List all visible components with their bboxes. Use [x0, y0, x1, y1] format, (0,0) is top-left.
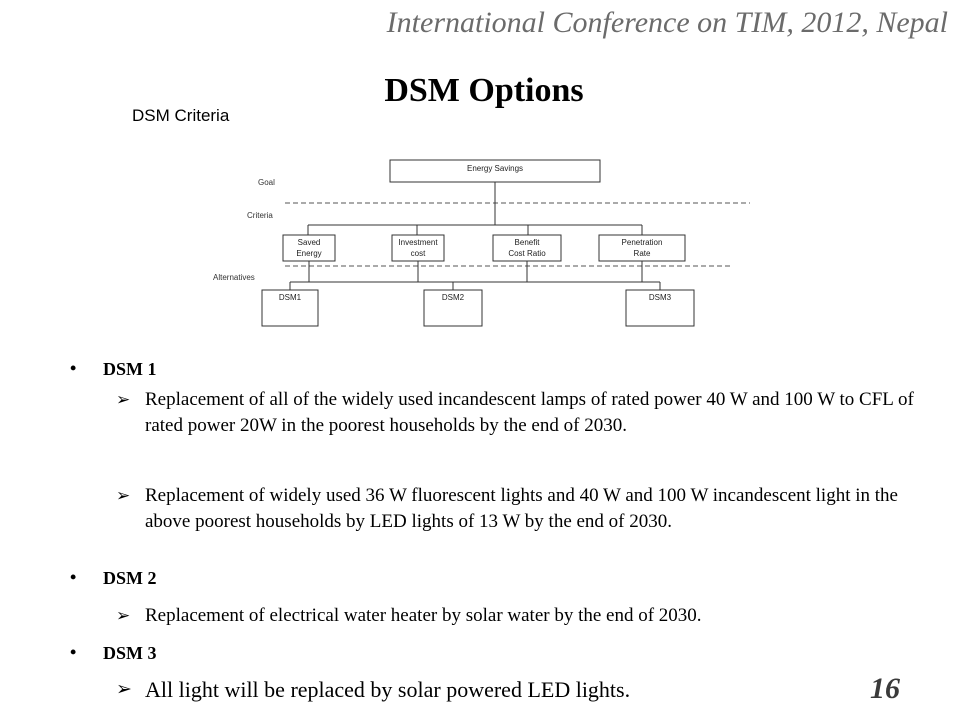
hierarchy-diagram: Goal Criteria Alternatives Energy Saving… [213, 159, 750, 327]
list-item: ➢ Replacement of electrical water heater… [116, 603, 915, 629]
list-item: ➢ Replacement of widely used 36 W fluore… [116, 483, 915, 535]
section-heading-dsm3: • DSM 3 [70, 642, 157, 664]
section-heading-text: DSM 1 [103, 359, 157, 379]
goal-box-label: Energy Savings [467, 164, 523, 173]
list-item-text: All light will be replaced by solar powe… [145, 677, 631, 702]
section-heading-dsm1: • DSM 1 [70, 358, 157, 380]
criteria-caption: DSM Criteria [132, 106, 230, 125]
criteria-box-text: Investment [398, 238, 438, 247]
list-item: ➢ All light will be replaced by solar po… [116, 676, 845, 704]
alternative-box-dsm2 [423, 289, 483, 327]
section-heading-text: DSM 2 [103, 568, 157, 588]
slide-title: DSM Options [384, 72, 584, 109]
criteria-label: Criteria [247, 211, 273, 220]
alternative-box-label: DSM3 [649, 293, 672, 302]
page-number: 16 [870, 672, 900, 705]
criteria-box-text: Cost Ratio [508, 249, 546, 258]
criteria-box-text: cost [411, 249, 426, 258]
criteria-box-text: Energy [296, 249, 321, 258]
list-item: ➢ Replacement of all of the widely used … [116, 387, 915, 439]
bullet-dot-icon: • [70, 567, 77, 587]
alternative-box-label: DSM1 [279, 293, 302, 302]
arrow-bullet-icon: ➢ [116, 606, 131, 625]
conference-header: International Conference on TIM, 2012, N… [386, 6, 948, 39]
alternative-box-label: DSM2 [442, 293, 465, 302]
arrow-bullet-icon: ➢ [116, 390, 131, 409]
arrow-bullet-icon: ➢ [116, 679, 132, 700]
list-item-text: Replacement of all of the widely used in… [145, 389, 914, 436]
section-heading-text: DSM 3 [103, 643, 157, 663]
arrow-bullet-icon: ➢ [116, 486, 131, 505]
alternative-box-dsm3 [625, 289, 695, 327]
criteria-box-text: Penetration [622, 238, 663, 247]
alternative-box-dsm1 [261, 289, 319, 327]
bullet-dot-icon: • [70, 358, 77, 378]
bullet-dot-icon: • [70, 642, 77, 662]
alternatives-label: Alternatives [213, 273, 255, 282]
goal-label: Goal [258, 178, 275, 187]
section-heading-dsm2: • DSM 2 [70, 567, 157, 589]
list-item-text: Replacement of electrical water heater b… [145, 605, 702, 626]
criteria-box-text: Saved [298, 238, 321, 247]
criteria-box-text: Rate [634, 249, 651, 258]
list-item-text: Replacement of widely used 36 W fluoresc… [145, 485, 898, 532]
criteria-box-text: Benefit [515, 238, 541, 247]
